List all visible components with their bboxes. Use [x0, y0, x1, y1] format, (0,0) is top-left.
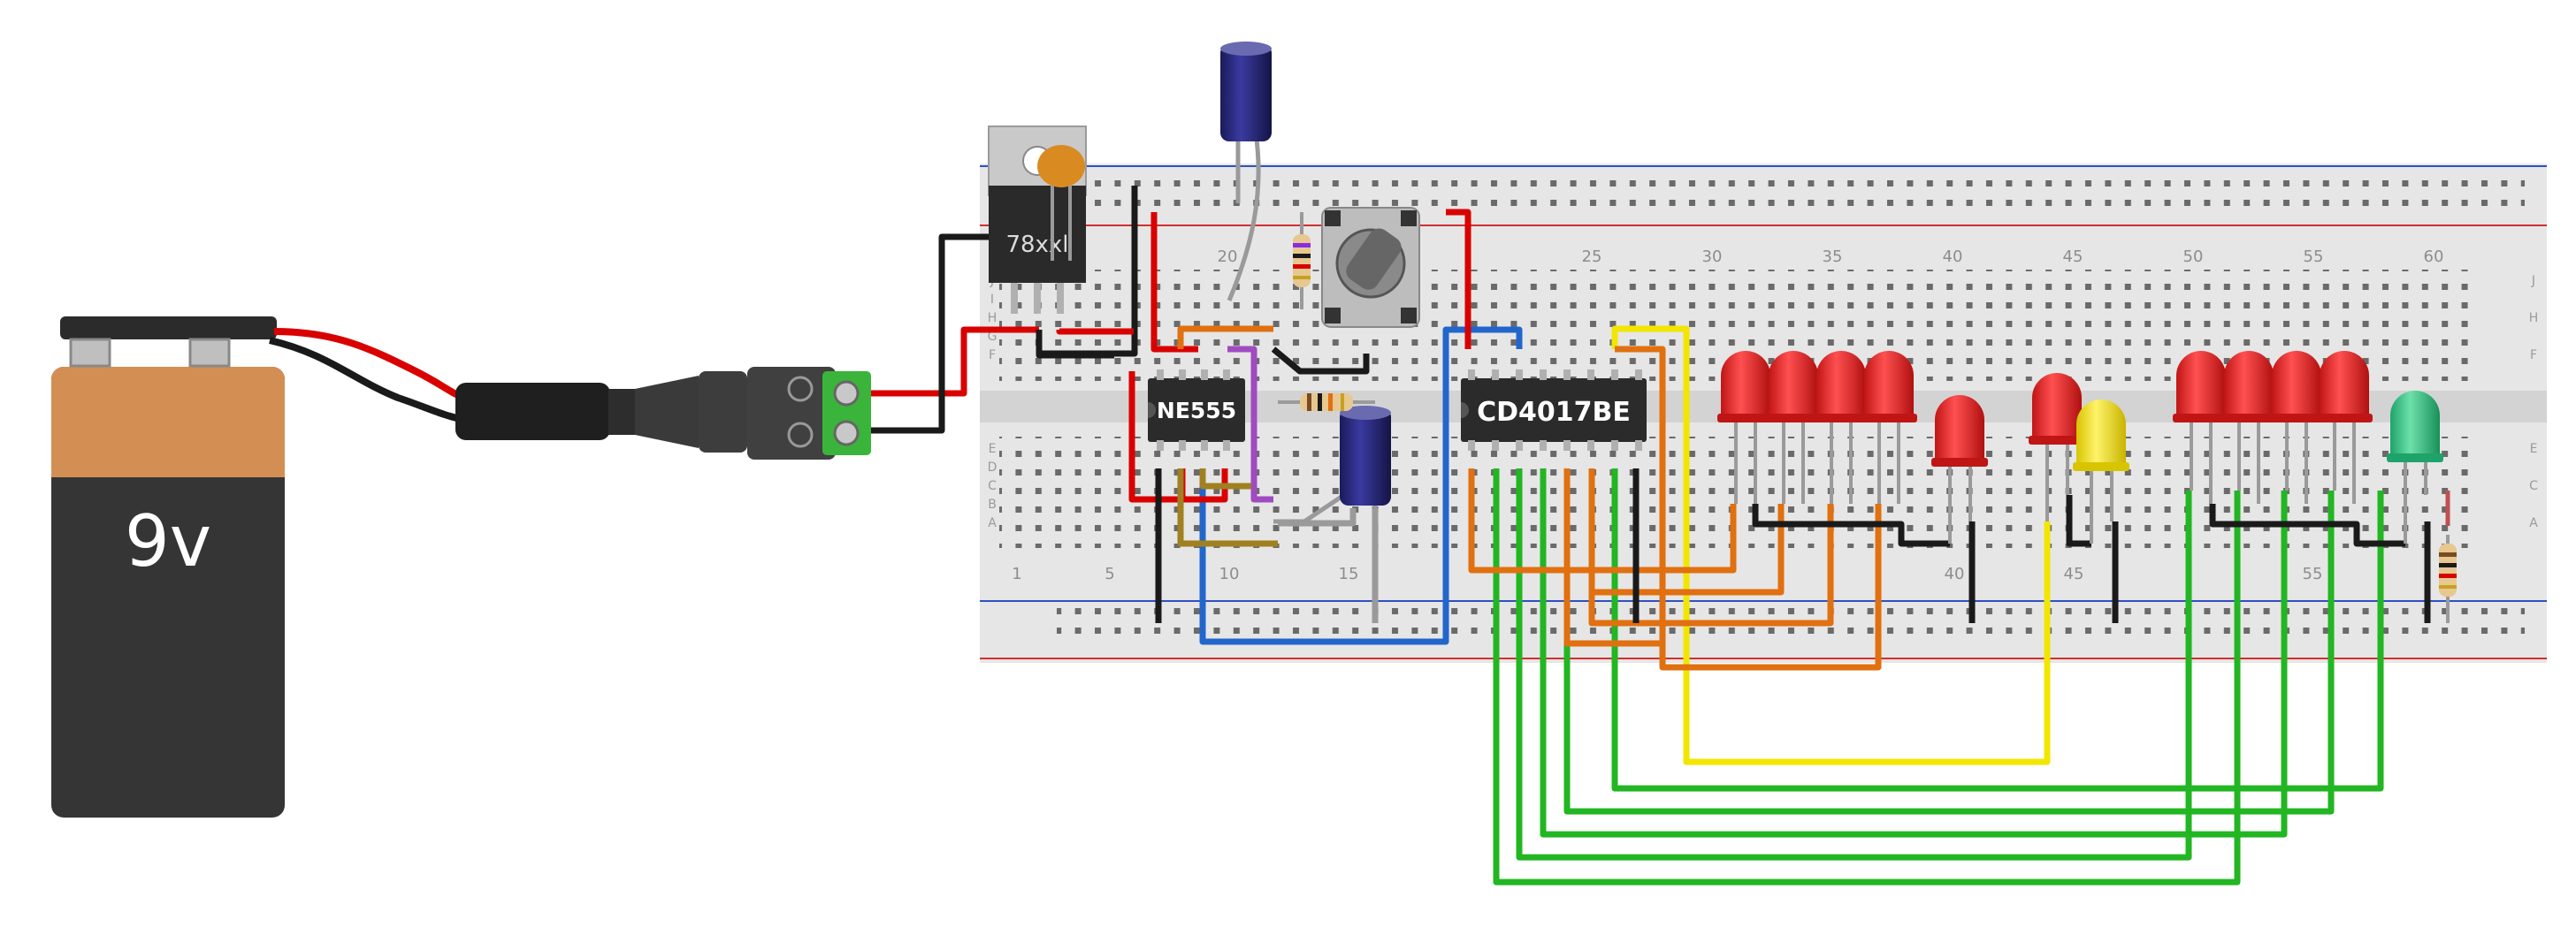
wire-black: [1271, 346, 1370, 375]
wire-black: [1036, 338, 1114, 359]
column-number: 15: [1339, 565, 1359, 583]
wire-orange: [1588, 468, 1834, 627]
wire-black: [871, 233, 1020, 434]
wire-red: [1446, 209, 1471, 349]
column-number: 45: [2064, 565, 2084, 583]
column-number: 20: [1218, 247, 1238, 266]
led-red: [2173, 351, 2229, 504]
led-group-2: [2173, 351, 2373, 504]
wire-red: [1181, 468, 1228, 503]
led-yellow: [2073, 400, 2129, 544]
wire-black: [2066, 495, 2091, 547]
led-single-red-1: [1931, 395, 1988, 544]
column-number: 5: [1105, 565, 1114, 583]
led-green: [2387, 391, 2443, 544]
led-red: [2268, 351, 2325, 504]
row-letter: C: [2529, 479, 2538, 493]
column-number: 1: [1012, 565, 1021, 583]
top-power-rail-holes: [1057, 177, 2525, 216]
ne555-chip: NE555: [1148, 369, 1245, 451]
row-letter: H: [2529, 311, 2539, 325]
electrolytic-capacitor-bottom: [1273, 406, 1391, 619]
wire-green: [1493, 468, 2241, 886]
row-letter: G: [988, 330, 998, 344]
resistor-horizontal: [1278, 393, 1375, 411]
row-letter: J: [2531, 274, 2535, 288]
column-number: 10: [1219, 565, 1240, 583]
battery-label: 9v: [125, 500, 211, 582]
wire-olive: [1177, 468, 1278, 547]
column-number: 55: [2303, 565, 2323, 583]
wire-blue: [1199, 326, 1523, 645]
regulator-label: 78xxl: [1005, 232, 1068, 258]
battery: 9v: [51, 316, 285, 818]
led-group-1: [1717, 351, 1917, 504]
row-letter: H: [988, 311, 998, 325]
column-number: 50: [2183, 247, 2204, 266]
row-letter: F: [2530, 348, 2537, 362]
column-number: 25: [1582, 247, 1602, 266]
cd4017be-label: CD4017BE: [1477, 397, 1631, 428]
row-letter: C: [988, 479, 997, 493]
wire-yellow: [1611, 325, 2051, 765]
wire-orange: [1563, 468, 1663, 647]
wire-red: [1056, 328, 1134, 335]
wires-long: [1199, 325, 2384, 886]
dc-plug: [455, 367, 871, 460]
wire-green: [1516, 468, 2192, 861]
wire-olive: [1199, 468, 1251, 490]
cd4017be-chip: CD4017BE: [1461, 369, 1647, 451]
led-red: [2316, 351, 2373, 504]
resistor-vertical: [1293, 212, 1311, 309]
row-letter: A: [988, 516, 997, 530]
ne555-label: NE555: [1157, 398, 1236, 423]
battery-wire-red: [273, 328, 466, 401]
wire-orange: [1177, 325, 1273, 349]
wire-orange: [1615, 346, 1882, 671]
led-red: [2221, 351, 2277, 504]
led-red: [1765, 351, 1822, 504]
column-number: 55: [2304, 247, 2324, 266]
potentiometer: [1321, 207, 1420, 328]
wires-onboard: [871, 186, 2450, 623]
battery-body: [51, 367, 285, 818]
row-letter: D: [988, 460, 998, 475]
wire-green: [1540, 468, 2288, 838]
led-red: [1813, 351, 1869, 504]
battery-cap: [60, 316, 277, 339]
wire-orange: [1468, 468, 1737, 574]
row-letter: A: [2529, 516, 2538, 530]
row-letter: F: [989, 348, 996, 362]
wire-red: [871, 326, 1039, 397]
row-letter: E: [989, 442, 997, 456]
battery-wire-black: [269, 337, 465, 423]
led-red: [1861, 351, 1917, 504]
wire-green: [1611, 468, 2384, 792]
row-letter: B: [988, 498, 997, 512]
led-single-red-2: [2029, 373, 2085, 521]
row-letter: I: [990, 293, 994, 307]
column-number: 35: [1823, 247, 1843, 266]
column-number: 60: [2424, 247, 2444, 266]
column-number: 40: [1945, 565, 1965, 583]
wire-purple: [1227, 346, 1273, 503]
column-number: 30: [1702, 247, 1723, 266]
column-number: 40: [1943, 247, 1963, 266]
ceramic-capacitor: [1037, 145, 1085, 261]
row-letter: E: [2530, 442, 2538, 456]
column-number: 45: [2063, 247, 2083, 266]
electrolytic-capacitor-top: [1220, 42, 1272, 301]
led-red: [1717, 351, 1774, 504]
resistor-led: [2439, 535, 2457, 623]
column-numbers: 20 25 30 35 40 45 50 55 60 1 5 10 15 40 …: [1012, 247, 2443, 583]
